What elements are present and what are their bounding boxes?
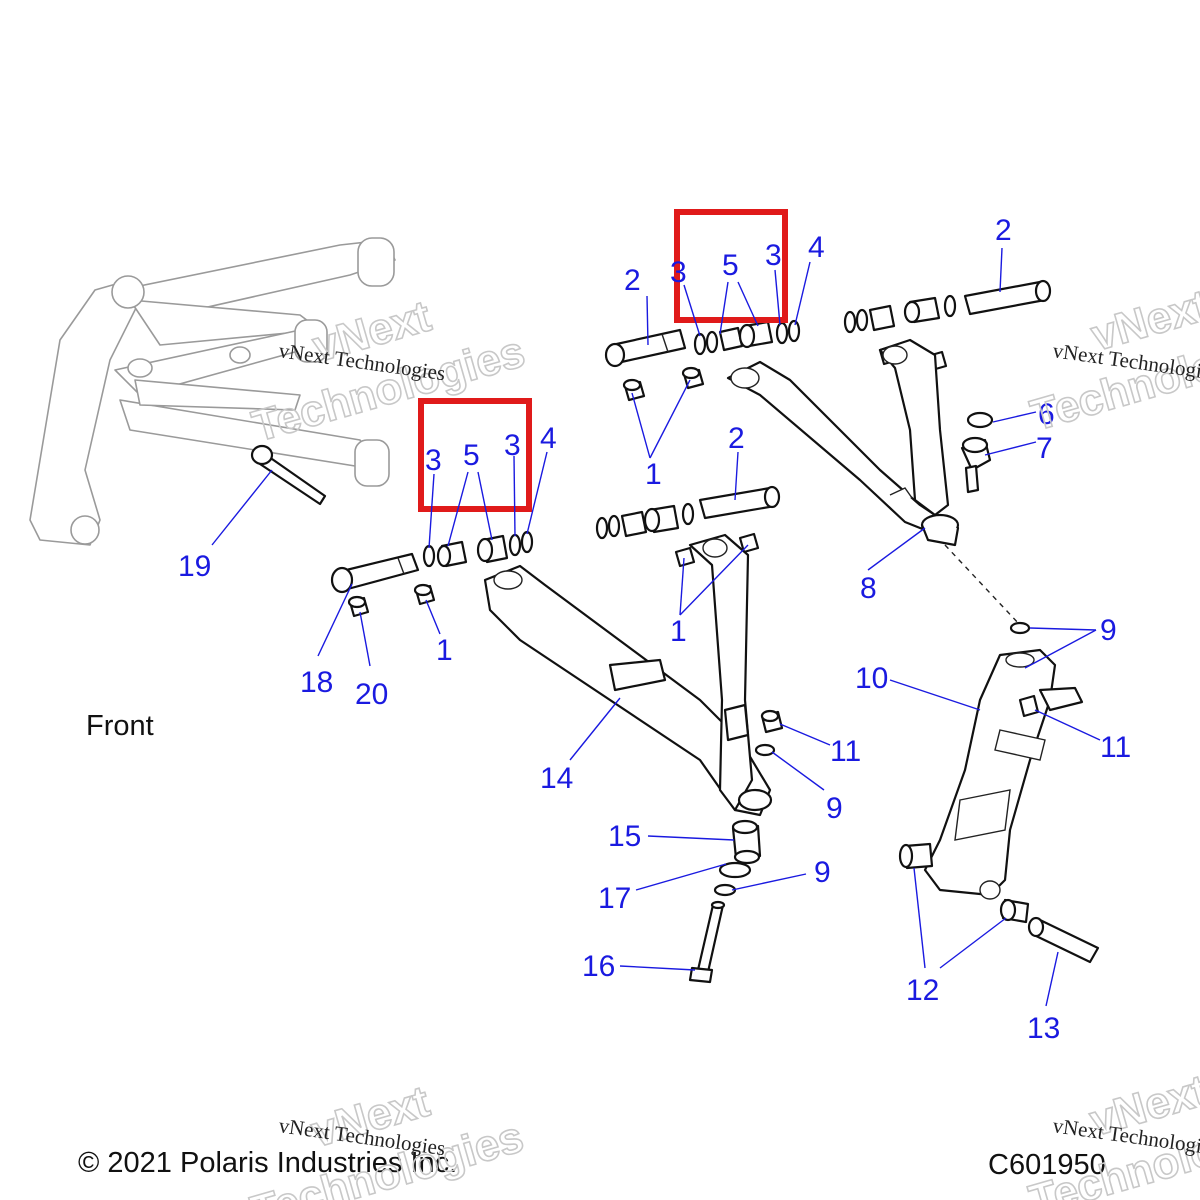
callout-7: 7 [1036, 432, 1053, 465]
callout-5: 5 [463, 439, 480, 472]
assembly-dashed-line [944, 544, 1021, 626]
callout-4: 4 [808, 231, 825, 264]
ghost-frame-assembly [29, 237, 396, 546]
part-13-sleeve [1027, 916, 1100, 964]
callout-numbers: 2 3 5 3 4 2 1 6 7 2 8 3 5 3 4 1 1 19 18 … [178, 214, 1131, 1045]
callout-11: 11 [1100, 731, 1131, 764]
diagram-code: C601950 [988, 1149, 1106, 1181]
callout-12: 12 [906, 974, 939, 1007]
callout-19: 19 [178, 550, 211, 583]
callout-2: 2 [995, 214, 1012, 247]
callout-9: 9 [826, 792, 843, 825]
lower-rear-pivot-hardware [595, 485, 781, 568]
callout-16: 16 [582, 950, 615, 983]
callout-2: 2 [624, 264, 641, 297]
callout-15: 15 [608, 820, 641, 853]
callout-8: 8 [860, 572, 877, 605]
front-direction-label: Front [86, 710, 154, 742]
part-14-lower-a-arm [483, 533, 773, 817]
part-12-bushings [898, 842, 1030, 924]
part-15-bumper [731, 819, 762, 865]
part-8-upper-a-arm [726, 338, 960, 547]
upper-rear-pivot-hardware [843, 279, 1052, 372]
callout-5: 5 [722, 249, 739, 282]
callout-10: 10 [855, 662, 888, 695]
callout-3: 3 [765, 239, 782, 272]
part-19-bolt [250, 444, 327, 506]
callout-4: 4 [540, 422, 557, 455]
highlight-box-lower [418, 398, 532, 512]
part-17-snap-ring [718, 861, 752, 879]
callout-14: 14 [540, 762, 573, 795]
callout-2: 2 [728, 422, 745, 455]
callout-6: 6 [1038, 398, 1055, 431]
callout-9: 9 [1100, 614, 1117, 647]
callout-1: 1 [436, 634, 453, 667]
callout-3: 3 [504, 429, 521, 462]
callout-11: 11 [830, 735, 861, 768]
part-6-snap-ring [966, 411, 994, 429]
callout-20: 20 [355, 678, 388, 711]
callout-1: 1 [645, 458, 662, 491]
leader-lines [211, 247, 1101, 1007]
part-9-washer-arm [754, 743, 776, 757]
callout-3: 3 [670, 256, 687, 289]
callout-1: 1 [670, 615, 687, 648]
copyright-text: © 2021 Polaris Industries Inc. [78, 1147, 457, 1179]
callout-3: 3 [425, 444, 442, 477]
part-9-washer-upper [1009, 621, 1031, 635]
part-11-nut-left [760, 709, 784, 734]
part-16-bolt [688, 900, 726, 984]
highlight-box-upper [674, 209, 788, 323]
callout-9: 9 [814, 856, 831, 889]
part-10-knuckle [923, 648, 1084, 900]
front-lower-pivot-hardware [330, 530, 534, 618]
callout-17: 17 [598, 882, 631, 915]
part-7-ball-joint [960, 436, 992, 494]
callout-18: 18 [300, 666, 333, 699]
callout-13: 13 [1027, 1012, 1060, 1045]
